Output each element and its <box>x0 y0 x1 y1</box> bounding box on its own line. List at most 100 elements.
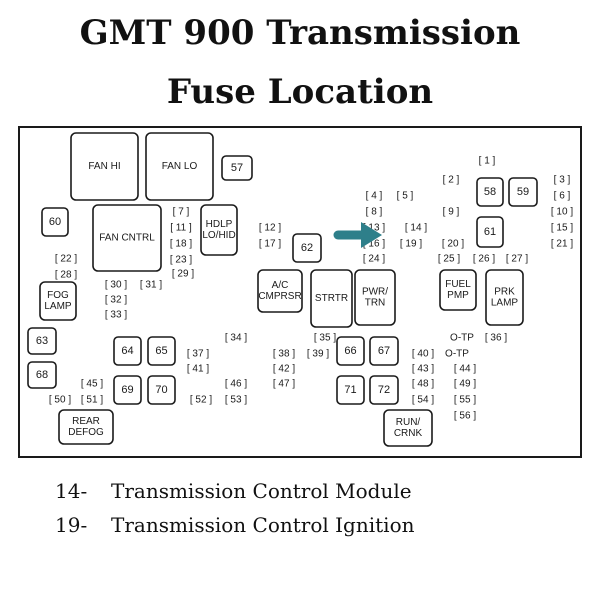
component-label: TRN <box>365 298 386 309</box>
fuse-label: [ 18 ] <box>170 239 192 250</box>
component-box <box>70 132 139 201</box>
fuse-label: [ 11 ] <box>170 223 192 234</box>
component-box <box>354 269 396 326</box>
fuse-label: [ 33 ] <box>105 310 127 321</box>
relay-box <box>221 155 253 181</box>
component-label: FAN HI <box>88 161 120 172</box>
component-box <box>39 281 77 321</box>
fuse-label: [ 31 ] <box>140 280 162 291</box>
component-box <box>310 269 353 328</box>
relay-box <box>292 233 322 263</box>
fuse-label: [ 19 ] <box>400 239 422 250</box>
fuse-label: [ 46 ] <box>225 379 247 390</box>
fuse-label: [ 15 ] <box>551 223 573 234</box>
relay-box <box>27 327 57 355</box>
component-box <box>257 269 303 313</box>
fuse-label: [ 35 ] <box>314 333 336 344</box>
relay-label: 70 <box>155 384 167 396</box>
relay-box <box>27 361 57 389</box>
relay-label: 64 <box>121 345 133 357</box>
component-label: HDLP <box>206 219 233 230</box>
relay-box <box>336 375 365 405</box>
fuse-label: [ 22 ] <box>55 254 77 265</box>
page-title-line-2: Fuse Location <box>166 72 434 112</box>
component-label: LAMP <box>44 301 72 312</box>
fuse-label: [ 5 ] <box>397 191 414 202</box>
legend-item: 19- Transmission Control Ignition <box>55 513 415 537</box>
fuse-label: [ 39 ] <box>307 349 329 360</box>
component-label: A/C <box>272 280 289 291</box>
fuse-label: [ 12 ] <box>259 223 281 234</box>
relay-label: 59 <box>517 186 529 198</box>
fuse-label: [ 53 ] <box>225 395 247 406</box>
fuse-label: [ 29 ] <box>172 269 194 280</box>
relay-box <box>476 177 504 207</box>
fuse-label: [ 13 ] <box>363 223 385 234</box>
legend-label: Transmission Control Module <box>111 479 412 503</box>
relay-label: 62 <box>301 242 313 254</box>
relay-label: 71 <box>344 384 356 396</box>
fuse-label: [ 21 ] <box>551 239 573 250</box>
fuse-label: [ 42 ] <box>273 364 295 375</box>
component-box <box>200 204 238 256</box>
component-box <box>485 269 524 326</box>
connector-label: O-TP <box>450 333 474 344</box>
fuse-label: [ 4 ] <box>366 191 383 202</box>
component-label: REAR <box>72 416 100 427</box>
fuse-label: [ 43 ] <box>412 364 434 375</box>
component-box <box>145 132 214 201</box>
legend-number: 14- <box>55 479 88 503</box>
fuse-label: [ 3 ] <box>554 175 571 186</box>
fuse-label: [ 10 ] <box>551 207 573 218</box>
fuse-label: [ 16 ] <box>363 239 385 250</box>
relay-label: 60 <box>49 216 61 228</box>
component-label: LO/HID <box>202 230 235 241</box>
fuse-panel-outline <box>18 126 582 458</box>
fuse-label: [ 40 ] <box>412 349 434 360</box>
relay-label: 65 <box>155 345 167 357</box>
fuse-label: [ 6 ] <box>554 191 571 202</box>
component-label: PRK <box>494 287 515 298</box>
fuse-label: [ 48 ] <box>412 379 434 390</box>
fuse-label: [ 32 ] <box>105 295 127 306</box>
fuse-label: [ 50 ] <box>49 395 71 406</box>
fuse-label: [ 2 ] <box>443 175 460 186</box>
component-label: CRNK <box>394 428 423 439</box>
fuse-label: [ 14 ] <box>405 223 427 234</box>
component-box <box>92 204 162 272</box>
fuse-label: [ 1 ] <box>479 156 496 167</box>
fuse-label: [ 28 ] <box>55 270 77 281</box>
component-label: CMPRSR <box>258 291 301 302</box>
component-label: PMP <box>447 290 469 301</box>
fuse-label: [ 27 ] <box>506 254 528 265</box>
fuse-label: [ 45 ] <box>81 379 103 390</box>
fuse-label: [ 54 ] <box>412 395 434 406</box>
relay-label: 58 <box>484 186 496 198</box>
fuse-label: [ 26 ] <box>473 254 495 265</box>
relay-box <box>147 336 176 366</box>
page-title-line-1: GMT 900 Transmission <box>79 13 521 53</box>
fuse-label: [ 34 ] <box>225 333 247 344</box>
fuse-label: [ 56 ] <box>454 411 476 422</box>
component-label: FAN CNTRL <box>99 233 155 244</box>
relay-box <box>369 375 399 405</box>
component-box <box>439 269 477 311</box>
fuse-label: [ 51 ] <box>81 395 103 406</box>
fuse-label: [ 52 ] <box>190 395 212 406</box>
component-box <box>383 409 433 447</box>
fuse-label: [ 38 ] <box>273 349 295 360</box>
relay-label: 69 <box>121 384 133 396</box>
fuse-label: [ 17 ] <box>259 239 281 250</box>
relay-label: 67 <box>378 345 390 357</box>
fuse-label: [ 8 ] <box>366 207 383 218</box>
component-label: FOG <box>47 290 69 301</box>
relay-label: 57 <box>231 162 243 174</box>
relay-box <box>113 375 142 405</box>
legend-label: Transmission Control Ignition <box>111 513 415 537</box>
fuse-label: [ 9 ] <box>443 207 460 218</box>
legend-number: 19- <box>55 513 88 537</box>
fuse-label: [ 47 ] <box>273 379 295 390</box>
relay-box <box>476 216 504 248</box>
fuse-label: [ 25 ] <box>438 254 460 265</box>
